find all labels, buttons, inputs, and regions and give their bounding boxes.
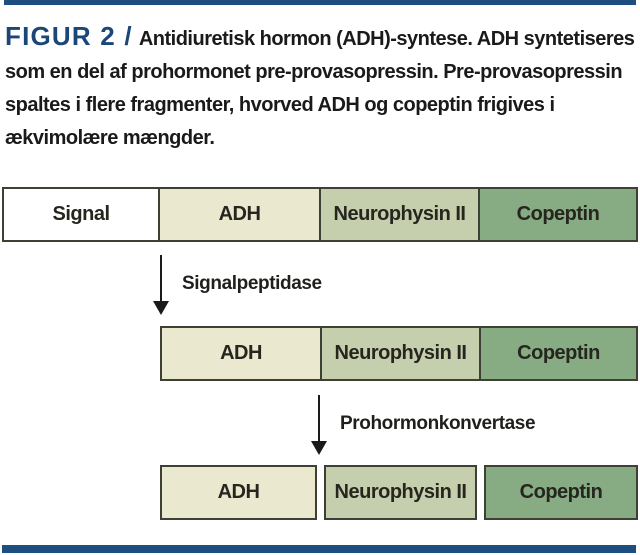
segment-signal: Signal [2, 187, 160, 242]
step-prohormonkonvertase: Prohormonkonvertase [311, 393, 536, 455]
row-provasopressin: ADH Neurophysin II Copeptin [160, 326, 638, 381]
bottom-rule [2, 545, 636, 553]
segment-neurophysin-ii: Neurophysin II [324, 465, 477, 520]
down-arrow-icon [311, 393, 327, 455]
figure-caption: FIGUR 2 /Antidiuretisk hormon (ADH)-synt… [5, 20, 639, 155]
segment-neurophysin-ii: Neurophysin II [320, 326, 481, 381]
arrow-head [311, 441, 327, 455]
segment-copeptin: Copeptin [478, 187, 638, 242]
row-cleaved-fragments: ADH Neurophysin II Copeptin [160, 465, 638, 520]
segment-copeptin: Copeptin [479, 326, 638, 381]
figure-label: FIGUR 2 / [5, 21, 133, 51]
step-signalpeptidase: Signalpeptidase [153, 253, 322, 315]
arrow-shaft [318, 395, 320, 442]
segment-neurophysin-ii: Neurophysin II [319, 187, 480, 242]
top-rule [4, 0, 636, 5]
segment-adh: ADH [160, 465, 317, 520]
row-pre-provasopressin: Signal ADH Neurophysin II Copeptin [2, 187, 638, 242]
step-label-signalpeptidase: Signalpeptidase [182, 273, 322, 294]
segment-copeptin: Copeptin [484, 465, 638, 520]
step-label-prohormonkonvertase: Prohormonkonvertase [340, 413, 536, 434]
arrow-head [153, 301, 169, 315]
segment-adh: ADH [160, 326, 322, 381]
down-arrow-icon [153, 253, 169, 315]
arrow-shaft [160, 255, 162, 302]
figure-caption-text: Antidiuretisk hormon (ADH)-syntese. ADH … [5, 28, 635, 149]
segment-adh: ADH [158, 187, 321, 242]
